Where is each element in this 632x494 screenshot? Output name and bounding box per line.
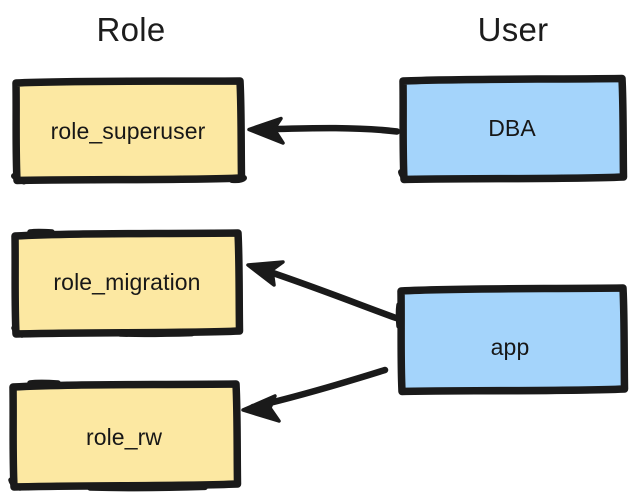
node-role-rw-border xyxy=(9,380,242,491)
column-title-role: Role xyxy=(96,11,166,48)
node-app-border xyxy=(397,284,629,396)
node-role-superuser-border-overshoot xyxy=(11,173,247,185)
edge-app-to-role-migration[interactable] xyxy=(246,260,400,322)
node-role-rw-fill xyxy=(15,385,236,486)
edge-app-to-role-migration-arrowhead xyxy=(246,260,285,287)
node-role-superuser[interactable] xyxy=(11,77,247,185)
node-role-migration-border-overshoot xyxy=(11,228,195,338)
edge-app-to-role-rw-arrowhead xyxy=(241,394,281,423)
node-role-migration-fill xyxy=(17,234,239,333)
node-label-dba: DBA xyxy=(488,115,536,141)
node-label-app: app xyxy=(490,334,530,360)
node-role-rw[interactable] xyxy=(8,379,242,492)
node-role-superuser-fill xyxy=(17,82,241,180)
node-role-migration-border xyxy=(11,229,244,338)
column-title-user: User xyxy=(477,11,549,48)
node-label-role-migration: role_migration xyxy=(53,269,201,295)
node-dba[interactable] xyxy=(398,74,628,184)
node-dba-fill xyxy=(404,81,622,177)
node-label-role-superuser: role_superuser xyxy=(50,118,206,144)
node-role-migration[interactable] xyxy=(11,228,244,338)
node-role-rw-border-overshoot xyxy=(8,379,208,492)
edge-app-to-role-rw[interactable] xyxy=(241,366,389,423)
node-app-fill xyxy=(403,290,623,389)
node-dba-border-overshoot xyxy=(398,169,412,183)
node-label-role-rw: role_rw xyxy=(85,424,163,450)
edge-app-to-role-migration-line xyxy=(254,264,400,322)
edge-dba-to-role-superuser-arrowhead xyxy=(247,116,285,145)
edge-dba-to-role-superuser[interactable] xyxy=(247,116,401,145)
node-dba-border xyxy=(399,74,628,184)
